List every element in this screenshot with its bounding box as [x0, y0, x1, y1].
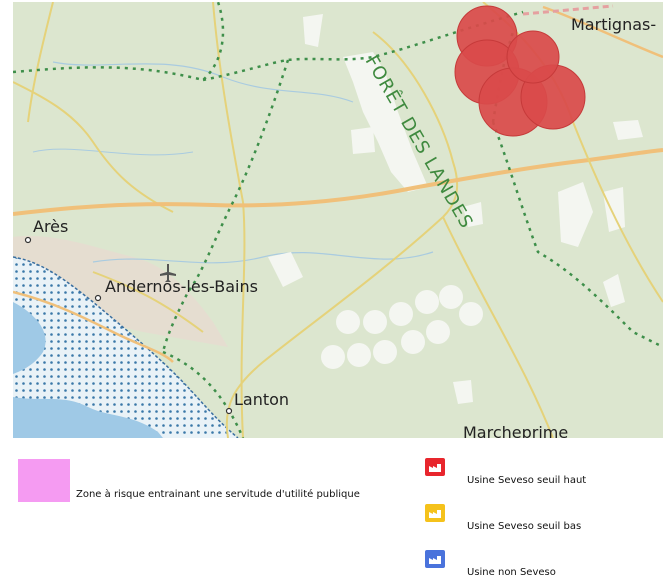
- factory-icon: [425, 504, 445, 522]
- basin-channel: [13, 397, 163, 438]
- zone-legend-label: Zone à risque entrainant une servitude d…: [76, 489, 360, 500]
- place-label-martignas: Martignas-: [571, 15, 656, 34]
- railway: [522, 4, 614, 16]
- clearings: [268, 14, 643, 404]
- main-road: [13, 148, 663, 216]
- place-label-ares: Arès: [33, 217, 68, 236]
- factory-icon: [425, 550, 445, 568]
- map-view[interactable]: Martignas- Arès Andernos-les-Bains Lanto…: [13, 2, 663, 438]
- place-label-marcheprime: Marcheprime: [463, 423, 568, 438]
- stream: [92, 251, 434, 264]
- coastal-road: [13, 290, 174, 363]
- zone-swatch: [18, 459, 70, 502]
- basin-tidal-flats: [13, 257, 238, 438]
- map-legend: Zone à risque entrainant une servitude d…: [0, 438, 669, 578]
- stream: [32, 148, 194, 156]
- place-label-lanton: Lanton: [234, 390, 289, 409]
- basin-channel: [13, 302, 46, 374]
- urban-area: [13, 236, 228, 347]
- legend-label-seveso-high: Usine Seveso seuil haut: [467, 475, 587, 486]
- legend-label-non-seveso: Usine non Seveso: [467, 567, 556, 578]
- risk-zone-seveso: [454, 5, 586, 137]
- place-markers: [24, 236, 233, 415]
- coastline: [13, 256, 239, 438]
- legend-label-seveso-low: Usine Seveso seuil bas: [467, 521, 582, 532]
- map-canvas: Martignas- Arès Andernos-les-Bains Lanto…: [13, 2, 663, 438]
- airport-icon: [160, 264, 176, 282]
- minor-roads: [13, 2, 554, 438]
- place-label-andernos: Andernos-les-Bains: [105, 277, 258, 296]
- factory-icon: [425, 458, 445, 476]
